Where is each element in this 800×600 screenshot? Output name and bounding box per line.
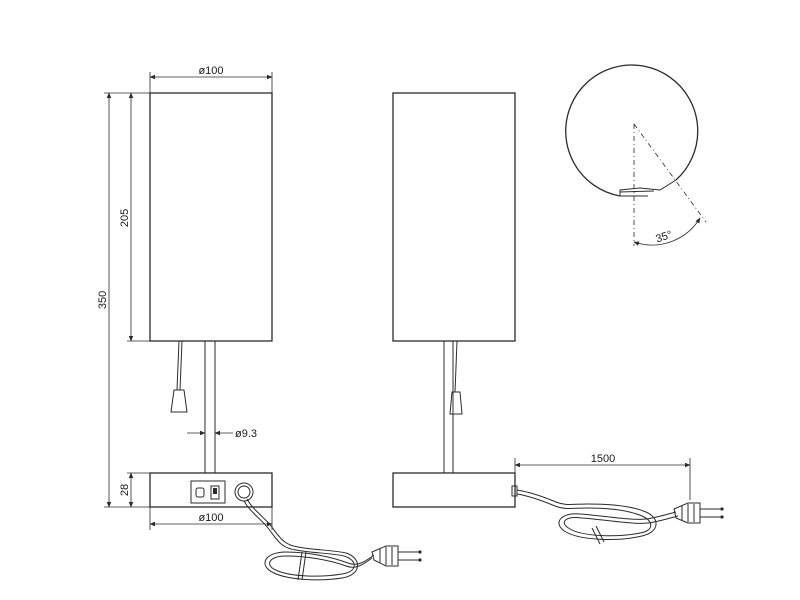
shade-height-label: 205 <box>119 209 131 227</box>
usb-a-port <box>210 485 220 500</box>
angle-arc <box>633 217 701 246</box>
top-view: 35° <box>565 64 707 246</box>
cable-length-label: 1500 <box>591 453 615 465</box>
side-base <box>392 472 516 508</box>
side-power-cable <box>516 489 724 545</box>
usb-port-panel <box>190 480 226 504</box>
base-height-label: 28 <box>119 484 131 496</box>
pole-diameter-label: ø9.3 <box>235 428 257 440</box>
rotation-circle <box>565 64 699 197</box>
front-power-cable <box>243 498 422 581</box>
shade-diameter-label: ø100 <box>198 65 223 77</box>
rotated-axis <box>633 123 707 223</box>
front-view: ø100 350 205 28 ø9.3 ø100 <box>97 65 422 581</box>
side-shade <box>392 92 516 342</box>
front-base <box>149 472 273 508</box>
usb-c-port <box>195 487 205 498</box>
base-diameter-label: ø100 <box>198 512 223 524</box>
pull-chain <box>170 340 188 413</box>
side-pull-chain <box>449 391 463 415</box>
side-view: 1500 <box>392 92 724 545</box>
rotation-angle-label: 35° <box>654 229 674 246</box>
front-shade <box>149 92 273 342</box>
total-height-label: 350 <box>97 291 109 309</box>
